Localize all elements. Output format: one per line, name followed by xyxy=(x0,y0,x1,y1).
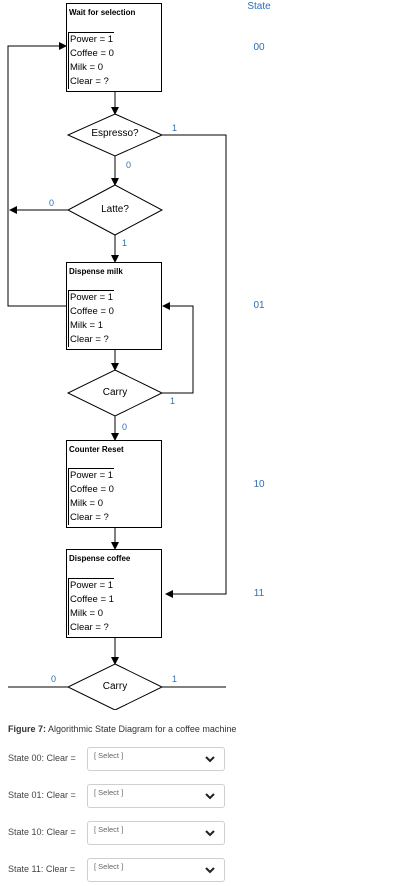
state-box-title: Wait for selection xyxy=(69,8,136,17)
select-placeholder: [ Select ] xyxy=(94,788,124,797)
state-code-11: 11 xyxy=(253,588,265,599)
edge-label-carry-coffee-no: 0 xyxy=(51,674,57,684)
select-placeholder: [ Select ] xyxy=(94,862,124,871)
output-milk: Milk = 1 xyxy=(70,320,103,331)
select-placeholder: [ Select ] xyxy=(94,825,124,834)
output-milk: Milk = 0 xyxy=(70,608,103,619)
decision-carry-milk: Carry xyxy=(102,387,128,398)
state-box-counter-reset: Counter Reset Power = 1 Coffee = 0 Milk … xyxy=(66,440,162,528)
edge-label-carry-milk-yes: 1 xyxy=(170,396,176,406)
output-clear: Clear = ? xyxy=(70,622,109,633)
chevron-down-icon xyxy=(205,867,215,874)
answer-select-state-00[interactable]: [ Select ] xyxy=(87,747,225,771)
state-box-title: Counter Reset xyxy=(69,445,124,454)
answer-select-state-01[interactable]: [ Select ] xyxy=(87,784,225,808)
answer-select-state-11[interactable]: [ Select ] xyxy=(87,858,225,882)
question-row-state-00: State 00: Clear = [ Select ] xyxy=(8,747,268,773)
chevron-down-icon xyxy=(205,830,215,837)
question-row-state-01: State 01: Clear = [ Select ] xyxy=(8,784,268,810)
output-power: Power = 1 xyxy=(70,34,114,45)
output-power: Power = 1 xyxy=(70,470,114,481)
edge-label-carry-coffee-yes: 1 xyxy=(172,674,178,684)
output-coffee: Coffee = 0 xyxy=(70,484,114,495)
output-milk: Milk = 0 xyxy=(70,62,103,73)
edge-label-latte-yes: 1 xyxy=(122,238,128,248)
flow-lines xyxy=(7,42,227,710)
decision-espresso: Espresso? xyxy=(91,128,139,139)
asm-diagram: State 00 01 10 11 Wait for selection Pow… xyxy=(7,1,271,710)
figure-caption: Figure 7: Algorithmic State Diagram for … xyxy=(8,724,236,734)
state-box-outputs: Power = 1 Coffee = 0 Milk = 0 Clear = ? xyxy=(68,32,114,89)
state-code-10: 10 xyxy=(253,479,265,490)
output-clear: Clear = ? xyxy=(70,334,109,345)
output-coffee: Coffee = 0 xyxy=(70,306,114,317)
question-label: State 00: Clear = xyxy=(8,753,76,763)
edge-label-espresso-yes: 1 xyxy=(172,123,178,133)
question-label: State 11: Clear = xyxy=(8,864,76,874)
state-box-dispense-coffee: Dispense coffee Power = 1 Coffee = 1 Mil… xyxy=(66,549,162,638)
question-row-state-11: State 11: Clear = [ Select ] xyxy=(8,858,268,884)
answer-select-state-10[interactable]: [ Select ] xyxy=(87,821,225,845)
question-row-state-10: State 10: Clear = [ Select ] xyxy=(8,821,268,847)
output-clear: Clear = ? xyxy=(70,512,109,523)
output-coffee: Coffee = 1 xyxy=(70,594,114,605)
state-box-dispense-milk: Dispense milk Power = 1 Coffee = 0 Milk … xyxy=(66,262,162,350)
state-box-outputs: Power = 1 Coffee = 0 Milk = 0 Clear = ? xyxy=(68,468,114,525)
output-power: Power = 1 xyxy=(70,292,114,303)
state-box-outputs: Power = 1 Coffee = 1 Milk = 0 Clear = ? xyxy=(68,578,114,635)
edge-label-carry-milk-no: 0 xyxy=(122,422,128,432)
decision-latte: Latte? xyxy=(101,204,129,215)
output-power: Power = 1 xyxy=(70,580,114,591)
state-code-00: 00 xyxy=(253,42,265,53)
output-coffee: Coffee = 0 xyxy=(70,48,114,59)
question-label: State 10: Clear = xyxy=(8,827,76,837)
state-box-wait: Wait for selection Power = 1 Coffee = 0 … xyxy=(66,3,162,92)
chevron-down-icon xyxy=(205,793,215,800)
edge-label-espresso-no: 0 xyxy=(126,160,132,170)
output-clear: Clear = ? xyxy=(70,76,109,87)
select-placeholder: [ Select ] xyxy=(94,751,124,760)
state-box-outputs: Power = 1 Coffee = 0 Milk = 1 Clear = ? xyxy=(68,290,114,347)
edge-label-latte-no: 0 xyxy=(49,198,55,208)
output-milk: Milk = 0 xyxy=(70,498,103,509)
state-box-title: Dispense coffee xyxy=(69,554,131,563)
state-column-header: State xyxy=(247,1,271,12)
state-code-01: 01 xyxy=(253,300,265,311)
decision-carry-coffee: Carry xyxy=(102,681,128,692)
question-label: State 01: Clear = xyxy=(8,790,76,800)
chevron-down-icon xyxy=(205,756,215,763)
state-box-title: Dispense milk xyxy=(69,267,123,276)
figure-caption-prefix: Figure 7: xyxy=(8,724,47,734)
figure-caption-text: Algorithmic State Diagram for a coffee m… xyxy=(46,724,237,734)
